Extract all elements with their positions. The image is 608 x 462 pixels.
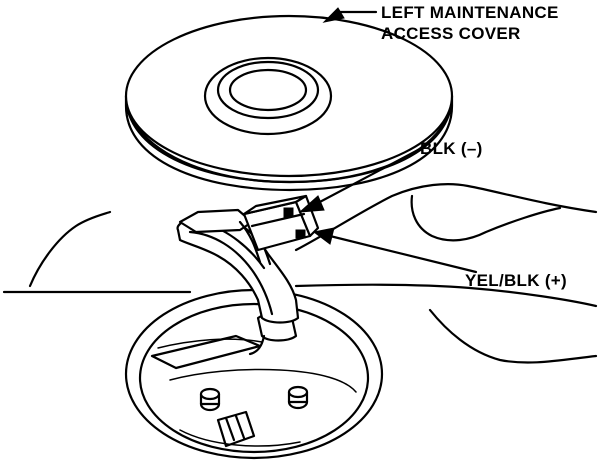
leader-yel-blk (312, 227, 478, 274)
mount-nut-left (199, 387, 221, 412)
leader-blk (298, 148, 420, 213)
access-cover (124, 14, 454, 192)
leader-cover (322, 7, 378, 23)
pump-terminal-block (216, 410, 256, 448)
cover-label-line2: ACCESS COVER (381, 24, 521, 43)
mount-nut-right (287, 385, 309, 410)
blk-wire-label: BLK (–) (420, 139, 483, 158)
floor-opening (124, 288, 384, 460)
two-pin-connector (242, 194, 320, 252)
floor-panel (2, 183, 598, 364)
cover-label-line1: LEFT MAINTENANCE (381, 3, 559, 22)
yel-blk-wire-label: YEL/BLK (+) (465, 271, 567, 290)
